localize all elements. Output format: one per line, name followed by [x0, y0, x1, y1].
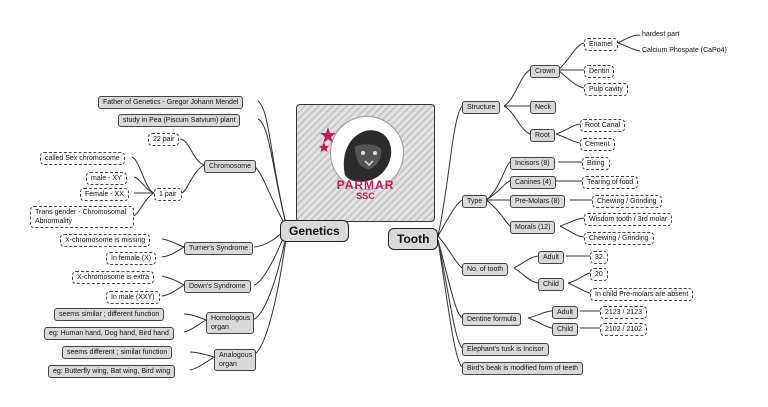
- number-of-tooth-node[interactable]: No. of tooth: [462, 263, 509, 276]
- chromosome-node[interactable]: Chromosome: [204, 160, 257, 173]
- father-of-genetics-node[interactable]: Father of Genetics - Gregor Johann Mende…: [98, 96, 244, 109]
- premolars-absent-node[interactable]: In child Pre-molars are absent: [590, 288, 694, 301]
- trans-gender-node[interactable]: Trans gender - Chromosomal Abnormality: [30, 206, 134, 228]
- turner-syndrome-node[interactable]: Turner's Syndrome: [184, 242, 254, 255]
- analogous-organ-node[interactable]: Analogous organ: [214, 349, 256, 371]
- root-canal-node[interactable]: Root Canal: [580, 119, 626, 132]
- bird-beak-node[interactable]: Bird's beak is modified form of teeth: [462, 362, 584, 375]
- homologous-organ-node[interactable]: Homologous organ: [206, 312, 254, 334]
- crown-node[interactable]: Crown: [530, 65, 561, 78]
- pulp-cavity-node[interactable]: Pulp cavity: [584, 83, 628, 96]
- formula-adult-value-node[interactable]: 2123 / 2123: [600, 306, 647, 319]
- homologous-example-node[interactable]: eg: Human hand, Dog hand, Bird hand: [44, 327, 174, 340]
- formula-child-node[interactable]: Child: [552, 323, 578, 336]
- molars-node[interactable]: Morals (12): [510, 221, 556, 234]
- star-icons: [319, 127, 336, 152]
- adult-count-node[interactable]: Adult: [538, 251, 564, 264]
- in-female-node[interactable]: In female (X): [106, 252, 157, 265]
- biting-node[interactable]: Biting: [582, 157, 610, 170]
- genetics-node[interactable]: Genetics: [280, 220, 349, 242]
- tearing-node[interactable]: Tearing of food: [582, 176, 639, 189]
- x-extra-node[interactable]: X-chromosome is extra: [72, 271, 154, 284]
- x-missing-node[interactable]: X-chromosome is missing: [60, 234, 151, 247]
- tooth-node[interactable]: Tooth: [388, 228, 439, 250]
- down-syndrome-node[interactable]: Down's Syndrome: [184, 280, 251, 293]
- sex-chromosome-node[interactable]: called Sex chromosome: [40, 152, 125, 165]
- root-node[interactable]: Root: [530, 129, 555, 142]
- analogous-definition-node[interactable]: seems different ; similar function: [62, 346, 173, 359]
- analogous-example-node[interactable]: eg: Butterfly wing, Bat wing, Bird wing: [48, 365, 176, 378]
- calcium-phospate-note: Calcium Phospate (CaPo4): [642, 47, 727, 54]
- in-male-node[interactable]: In male (XXY): [106, 291, 160, 304]
- formula-adult-node[interactable]: Adult: [552, 306, 578, 319]
- lion-logo-icon: [330, 116, 404, 190]
- formula-child-value-node[interactable]: 2102 / 2102: [600, 323, 647, 336]
- pre-molars-node[interactable]: Pre-Molars (8): [510, 195, 565, 208]
- type-node[interactable]: Type: [462, 195, 488, 208]
- study-pea-node[interactable]: study in Pea (Piscum Satvium) plant: [118, 114, 241, 127]
- child-count-node[interactable]: Child: [538, 278, 564, 291]
- enamel-node[interactable]: Enamel: [584, 38, 618, 51]
- dentine-formula-node[interactable]: Dentine formula: [462, 313, 522, 326]
- child-20-node[interactable]: 20: [590, 268, 608, 281]
- hardest-part-note: hardest part: [642, 31, 680, 38]
- cement-node[interactable]: Cement: [580, 138, 615, 151]
- logo-brand: PARMAR: [336, 178, 395, 192]
- logo-subtitle: SSC: [356, 191, 375, 201]
- elephant-tusk-node[interactable]: Elephant's tusk is Incisor: [462, 343, 549, 356]
- canines-node[interactable]: Canines (4): [510, 176, 557, 189]
- incisors-node[interactable]: Incisors (8): [510, 157, 555, 170]
- adult-32-node[interactable]: 32: [590, 251, 608, 264]
- male-xy-node[interactable]: male - XY: [86, 172, 127, 185]
- 1-pair-node[interactable]: 1 pair: [154, 188, 182, 201]
- wisdom-tooth-node[interactable]: Wisdom tooth / 3rd molar: [584, 213, 673, 226]
- 22-pair-node[interactable]: 22 pair: [148, 133, 180, 146]
- dentin-node[interactable]: Dentin: [584, 65, 615, 78]
- female-xx-node[interactable]: Female - XX: [80, 188, 129, 201]
- chewing-grinding-molar-node[interactable]: Chewing / Grinding: [584, 232, 654, 245]
- homologous-definition-node[interactable]: seems similar ; different function: [54, 308, 165, 321]
- neck-node[interactable]: Neck: [530, 101, 556, 114]
- chewing-grinding-node[interactable]: Chewing / Grinding: [592, 195, 662, 208]
- structure-node[interactable]: Structure: [462, 101, 501, 114]
